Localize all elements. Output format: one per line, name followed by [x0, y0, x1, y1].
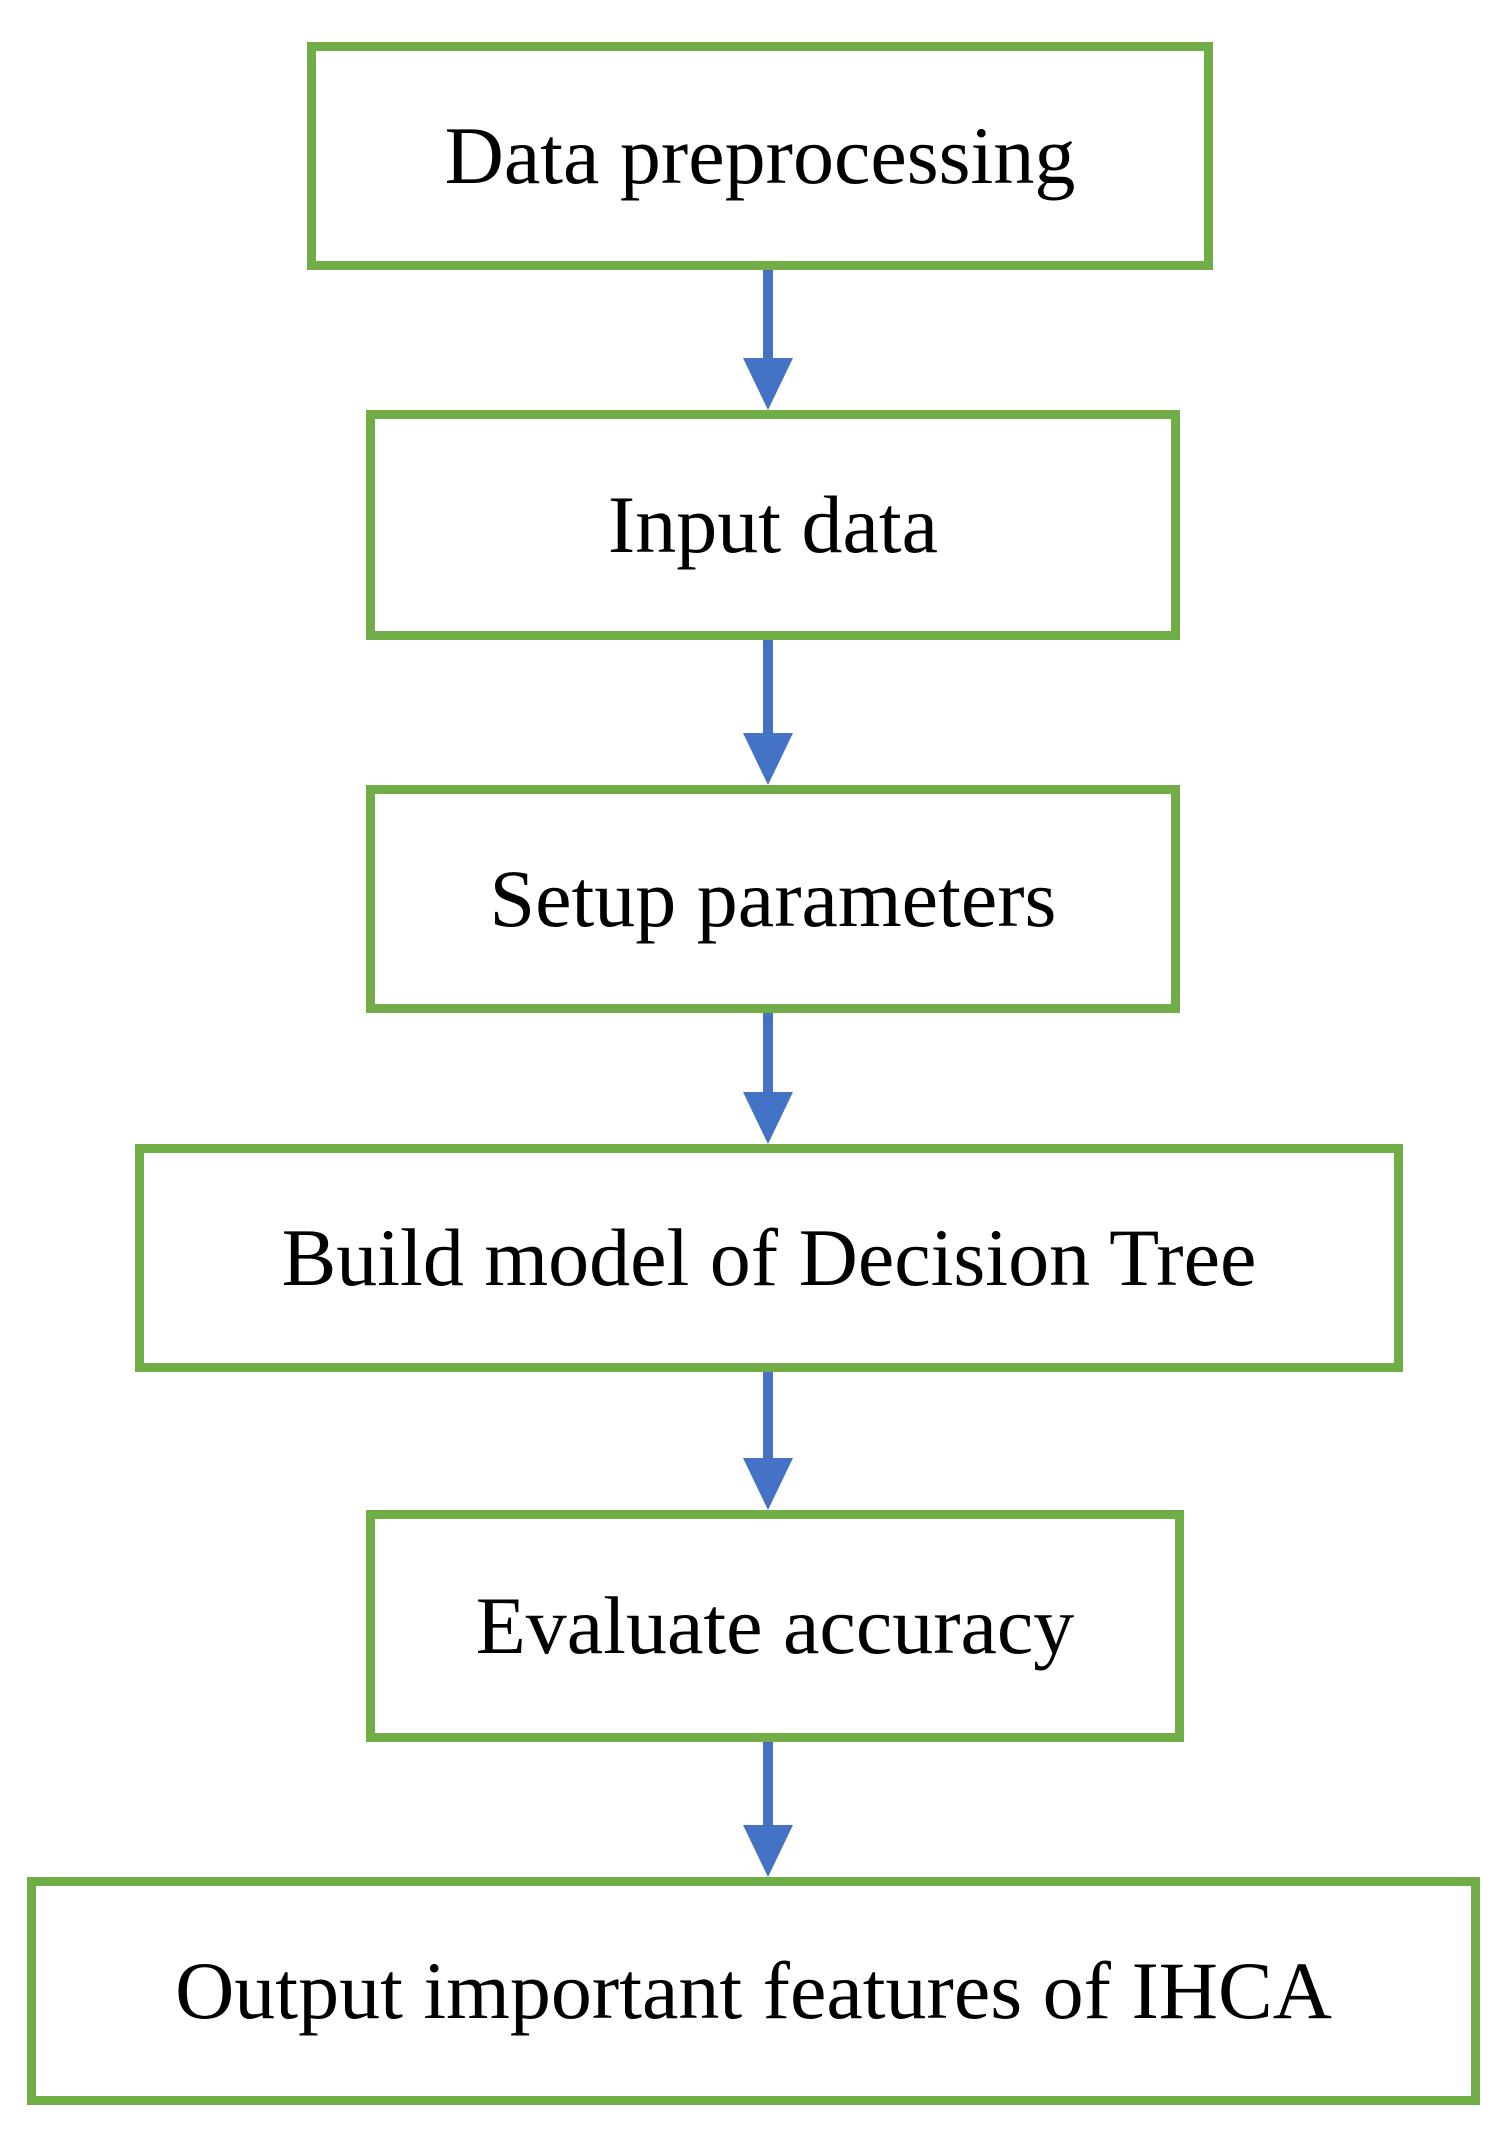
- arrow-shaft: [763, 640, 773, 733]
- step-label: Evaluate accuracy: [475, 1579, 1075, 1671]
- arrow-head: [743, 1458, 793, 1510]
- flow-step-build-decision-tree-model: Build model of Decision Tree: [135, 1144, 1403, 1372]
- arrow-shaft: [763, 1013, 773, 1092]
- arrow-down-icon: [743, 1013, 793, 1144]
- step-label: Output important features of IHCA: [175, 1944, 1332, 2036]
- step-label: Build model of Decision Tree: [281, 1211, 1257, 1303]
- arrow-down-icon: [743, 270, 793, 410]
- arrow-shaft: [763, 1742, 773, 1825]
- arrow-down-icon: [743, 640, 793, 785]
- flow-step-data-preprocessing: Data preprocessing: [307, 42, 1213, 270]
- flow-step-evaluate-accuracy: Evaluate accuracy: [366, 1510, 1184, 1742]
- flow-step-output-important-features: Output important features of IHCA: [27, 1877, 1480, 2105]
- flow-step-setup-parameters: Setup parameters: [366, 785, 1180, 1013]
- flow-step-input-data: Input data: [366, 410, 1180, 640]
- arrow-head: [743, 1092, 793, 1144]
- arrow-down-icon: [743, 1372, 793, 1510]
- step-label: Input data: [607, 478, 939, 570]
- arrow-head: [743, 1825, 793, 1877]
- step-label: Data preprocessing: [444, 109, 1076, 201]
- arrow-shaft: [763, 270, 773, 358]
- step-label: Setup parameters: [489, 852, 1057, 944]
- arrow-shaft: [763, 1372, 773, 1458]
- arrow-down-icon: [743, 1742, 793, 1877]
- arrow-head: [743, 358, 793, 410]
- arrow-head: [743, 733, 793, 785]
